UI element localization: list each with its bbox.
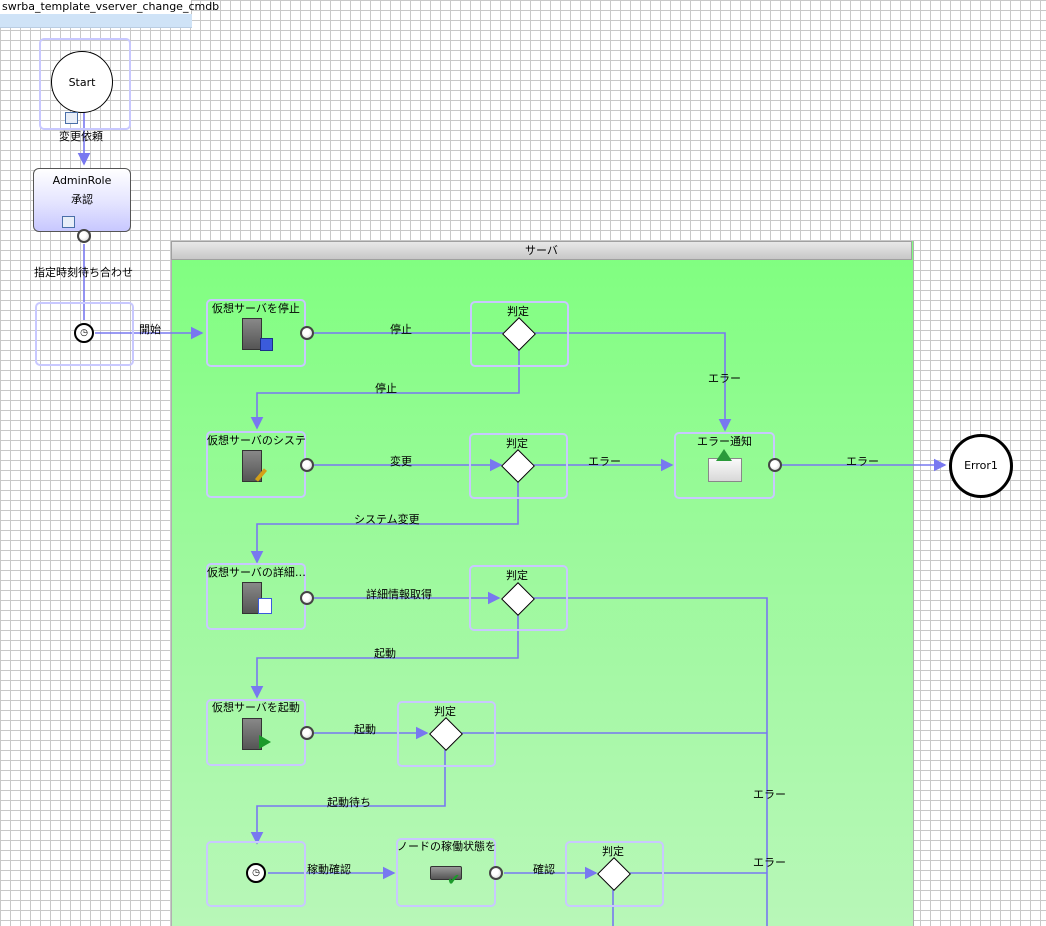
task-error-notify-title: エラー通知 xyxy=(697,435,752,448)
flow-label-begin: 開始 xyxy=(139,323,161,336)
decision-2-box[interactable] xyxy=(469,433,568,499)
flow-label-error: エラー xyxy=(588,455,621,468)
flow-judge3-boot xyxy=(250,614,519,699)
play-icon xyxy=(259,735,271,749)
swimlane-header[interactable]: サーバ xyxy=(171,241,912,260)
flow-label-wait-boot: 起動待ち xyxy=(327,796,371,809)
document-tab[interactable]: swrba_template_vserver_change_cmdb xyxy=(0,0,219,28)
role-name: AdminRole xyxy=(52,174,112,187)
start-event[interactable]: Start xyxy=(51,51,113,113)
flow-judge1-stop xyxy=(250,350,520,430)
flow-label-stop: 停止 xyxy=(390,323,412,336)
timer-icon: ◷ xyxy=(246,863,266,883)
server-icon xyxy=(242,318,262,350)
flow-label-system-change: システム変更 xyxy=(354,513,420,526)
check-icon: ✔ xyxy=(447,870,461,889)
task-node-status-title: ノードの稼働状態を… xyxy=(397,840,495,853)
flow-judge2-syschange xyxy=(250,482,519,564)
flow-label-wait-time: 指定時刻待ち合わせ xyxy=(34,266,133,279)
decision-2-title: 判定 xyxy=(506,437,528,450)
flow-label-error: エラー xyxy=(708,372,741,385)
stop-output-port[interactable] xyxy=(300,326,314,340)
decision-5-box[interactable] xyxy=(565,841,664,907)
timer-node-box[interactable] xyxy=(35,302,134,366)
decision-4-box[interactable] xyxy=(397,701,496,767)
flow-judge3-error xyxy=(533,597,768,926)
script-icon xyxy=(62,216,75,228)
flow-label-change-request: 変更依頼 xyxy=(59,130,103,143)
mail-icon xyxy=(708,458,742,482)
approval-task-node[interactable]: AdminRole 承認 xyxy=(33,168,131,232)
stop-icon xyxy=(260,338,273,351)
flow-label-change: 変更 xyxy=(390,455,412,468)
flow-judge4-waitboot xyxy=(250,750,446,845)
server-icon xyxy=(242,450,262,482)
decision-1-title: 判定 xyxy=(507,305,529,318)
start-vserver-output-port[interactable] xyxy=(300,726,314,740)
flow-label-confirm: 確認 xyxy=(533,863,555,876)
system-change-output-port[interactable] xyxy=(300,458,314,472)
timer-2-node-box[interactable] xyxy=(206,841,306,907)
timer-icon: ◷ xyxy=(74,323,94,343)
start-event-selection xyxy=(39,38,131,130)
flow-label-check-status: 稼動確認 xyxy=(307,863,351,876)
flow-label-error: エラー xyxy=(753,856,786,869)
node-status-output-port[interactable] xyxy=(489,866,503,880)
server-icon xyxy=(242,718,262,750)
task-system-change-title: 仮想サーバのシステ… xyxy=(207,434,305,447)
task-start-vserver-title: 仮想サーバを起動 xyxy=(212,701,300,714)
flow-label-error: エラー xyxy=(753,788,786,801)
document-icon xyxy=(258,598,272,614)
decision-3-title: 判定 xyxy=(506,569,528,582)
task-detail-info-title: 仮想サーバの詳細… xyxy=(207,566,305,579)
decision-1-box[interactable] xyxy=(470,301,569,367)
task-name: 承認 xyxy=(71,193,93,206)
network-device-icon xyxy=(430,866,462,880)
flow-label-boot: 起動 xyxy=(354,723,376,736)
send-arrow-icon xyxy=(716,449,732,461)
error-notify-output-port[interactable] xyxy=(768,458,782,472)
flow-label-error: エラー xyxy=(846,455,879,468)
end-event-error1[interactable]: Error1 xyxy=(949,434,1013,498)
decision-3-box[interactable] xyxy=(469,565,568,631)
task-stop-vserver-title: 仮想サーバを停止 xyxy=(212,302,300,315)
detail-output-port[interactable] xyxy=(300,591,314,605)
flow-judge1-error xyxy=(533,332,732,432)
decision-4-title: 判定 xyxy=(434,705,456,718)
approval-output-port[interactable] xyxy=(77,229,91,243)
flow-label-boot: 起動 xyxy=(374,647,396,660)
flow-label-stop: 停止 xyxy=(375,382,397,395)
decision-5-title: 判定 xyxy=(602,845,624,858)
script-icon xyxy=(65,112,78,124)
swimlane-server xyxy=(171,241,914,926)
flow-label-get-detail: 詳細情報取得 xyxy=(366,588,432,601)
